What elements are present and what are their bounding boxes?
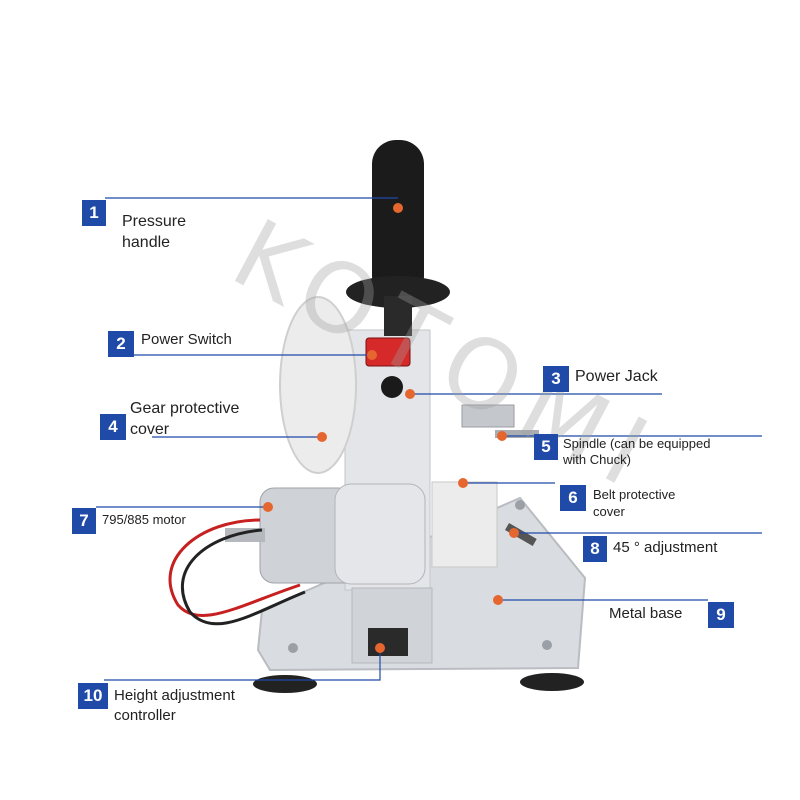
marker-dot-4 (317, 432, 327, 442)
spindle-shaft (495, 430, 539, 438)
callout-badge-9: 9 (708, 602, 734, 628)
height-controller (368, 628, 408, 656)
marker-dot-6 (458, 478, 468, 488)
callout-label-10: Height adjustment controller (114, 687, 235, 724)
gear-cover-disc (279, 296, 357, 474)
leader-line-10 (104, 650, 381, 681)
marker-dot-8 (509, 528, 519, 538)
callout-badge-5: 5 (534, 434, 558, 460)
callout-label-8: 45 ° adjustment (613, 539, 718, 556)
rubber-foot-left (253, 675, 317, 693)
callout-label-2: Power Switch (141, 331, 232, 348)
handle-stem (384, 296, 412, 336)
marker-dot-7 (263, 502, 273, 512)
handle-guard (346, 276, 450, 308)
power-switch-shape (365, 337, 411, 367)
callout-label-3: Power Jack (575, 368, 658, 385)
callout-label-5: Spindle (can be equipped with Chuck) (563, 436, 711, 468)
marker-dot-5 (497, 431, 507, 441)
rubber-foot-right (520, 673, 584, 691)
callout-label-9: Metal base (609, 605, 683, 622)
wire-black (180, 528, 306, 626)
callout-badge-3: 3 (543, 366, 569, 392)
callout-badge-8: 8 (583, 536, 607, 562)
spindle-shape (461, 404, 515, 428)
base-screw (515, 500, 525, 510)
callout-badge-1: 1 (82, 200, 106, 226)
marker-dot-2 (367, 350, 377, 360)
base-screw (288, 643, 298, 653)
marker-dot-10 (375, 643, 385, 653)
callout-label-7: 795/885 motor (102, 512, 186, 527)
callout-badge-10: 10 (78, 683, 108, 709)
callout-badge-6: 6 (560, 485, 586, 511)
callout-label-6: Belt protective cover (593, 487, 676, 519)
motor-can (334, 483, 426, 585)
callout-badge-2: 2 (108, 331, 134, 357)
wire-red (168, 518, 301, 617)
callout-label-1: Pressure handle (122, 213, 187, 251)
marker-dot-3 (405, 389, 415, 399)
power-jack-shape (381, 376, 403, 398)
marker-dot-1 (393, 203, 403, 213)
base-screw (542, 640, 552, 650)
handle-grip (372, 140, 424, 300)
belt-cover-shape (431, 481, 498, 568)
callout-badge-4: 4 (100, 414, 126, 440)
callout-label-4: Gear protective cover (130, 400, 240, 438)
callout-badge-7: 7 (72, 508, 96, 534)
marker-dot-9 (493, 595, 503, 605)
